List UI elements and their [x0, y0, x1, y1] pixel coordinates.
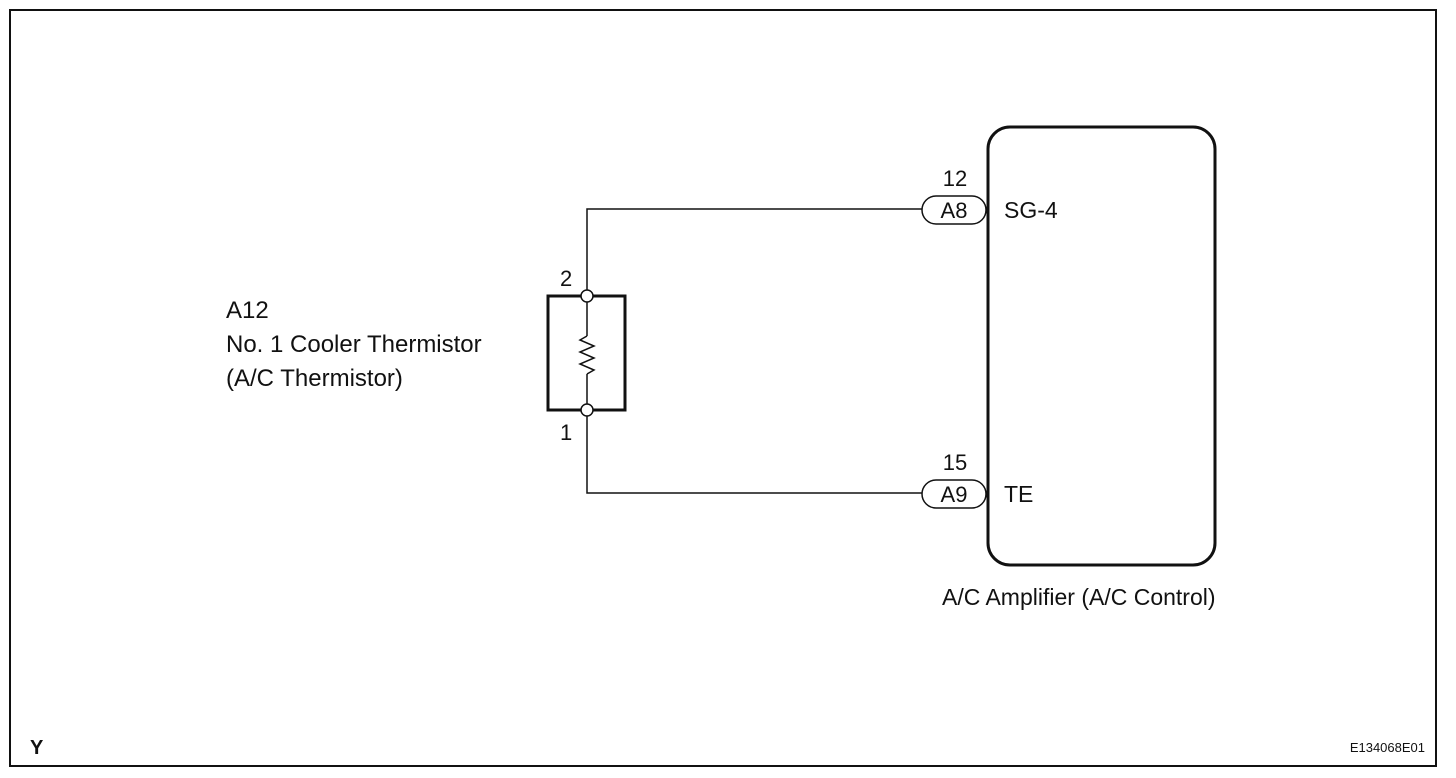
connector-a8	[921, 195, 987, 225]
terminal-12-pin-label: 12	[943, 166, 967, 191]
amplifier-name-label: A/C Amplifier (A/C Control)	[942, 584, 1216, 610]
signal-te-label: TE	[1004, 481, 1033, 507]
connector-a9	[921, 479, 987, 509]
signal-sg4-label: SG-4	[1004, 197, 1058, 223]
footer-left-mark: Y	[30, 737, 44, 759]
connector-a9-label: A9	[941, 482, 968, 507]
thermistor-terminal-bottom	[580, 403, 594, 417]
thermistor-resistor-symbol	[578, 335, 596, 375]
terminal-15-pin-label: 15	[943, 450, 967, 475]
thermistor-terminal-top	[580, 289, 594, 303]
sensor-name-label: No. 1 Cooler Thermistor	[226, 331, 482, 358]
sensor-alt-name-label: (A/C Thermistor)	[226, 365, 403, 392]
sensor-pin-bottom-label: 1	[560, 420, 572, 445]
figure-id-label: E134068E01	[1350, 740, 1425, 755]
sensor-code-label: A12	[226, 297, 269, 324]
sensor-pin-top-label: 2	[560, 266, 572, 291]
connector-a8-label: A8	[941, 198, 968, 223]
wire-te	[586, 416, 922, 494]
diagram-frame	[9, 9, 1437, 767]
amplifier-box	[986, 125, 1217, 567]
wire-sg4	[586, 208, 922, 290]
